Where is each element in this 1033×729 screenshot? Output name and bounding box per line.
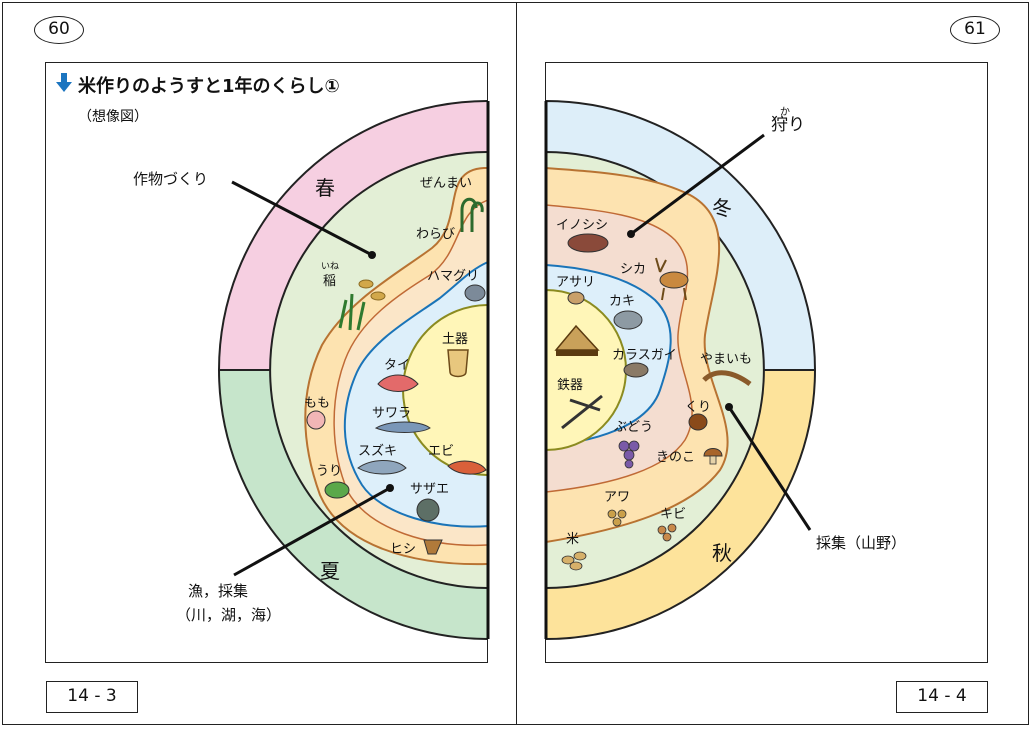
label-ebi: エビ xyxy=(428,444,455,459)
label-kome: 米 xyxy=(566,532,580,547)
label-ine: 稲 xyxy=(323,274,337,289)
yam-icon xyxy=(702,370,752,387)
label-kuri: くり xyxy=(685,400,712,415)
label-sazae: サザエ xyxy=(410,482,450,497)
label-asari: アサリ xyxy=(556,275,596,290)
callout-hunting-ruby: か xyxy=(780,107,790,118)
millet-icon xyxy=(607,509,627,527)
callout-gathering: 採集（山野） xyxy=(816,534,907,552)
iron-tools-icon xyxy=(561,394,603,430)
season-autumn: 秋 xyxy=(712,541,732,565)
pottery-icon xyxy=(447,349,469,378)
callout-crops: 作物づくり xyxy=(133,170,209,188)
clam-icon xyxy=(464,284,486,302)
label-warabi: わらび xyxy=(416,227,456,242)
book-spine xyxy=(516,2,517,725)
callout-line-fishing xyxy=(233,486,391,577)
label-tekki: 鉄器 xyxy=(557,378,584,393)
turban-shell-icon xyxy=(416,498,440,522)
page-number-left: 60 xyxy=(34,16,84,44)
rice-plant-icon xyxy=(338,279,386,331)
callout-fishing-line1: 漁，採集 xyxy=(188,582,249,600)
callout-line-hunting xyxy=(630,133,765,236)
label-karasugai: カラスガイ xyxy=(612,348,677,363)
label-shika: シカ xyxy=(620,262,647,277)
label-kaki: カキ xyxy=(609,294,636,309)
label-inoshishi: イノシシ xyxy=(556,218,609,233)
spanish-mackerel-icon xyxy=(374,421,431,433)
proso-millet-icon xyxy=(657,523,677,542)
label-zenmai: ぜんまい xyxy=(420,176,473,191)
figure-title: 米作りのようすと1年のくらし① xyxy=(78,76,340,97)
sea-bass-icon xyxy=(357,460,407,475)
season-summer: 夏 xyxy=(320,559,340,583)
grape-icon xyxy=(618,440,640,469)
rice-grain-icon xyxy=(561,551,587,571)
label-momo: もも xyxy=(304,396,331,411)
season-winter: 冬 xyxy=(712,196,732,220)
label-kibi: キビ xyxy=(660,507,687,522)
callout-line-gathering xyxy=(727,406,812,531)
right-half-diagram xyxy=(546,99,817,641)
shrimp-icon xyxy=(447,460,487,475)
callout-hunting: 狩り xyxy=(771,115,805,135)
fern-icon xyxy=(460,197,484,232)
water-caltrop-icon xyxy=(423,539,443,555)
short-neck-clam-icon xyxy=(567,291,585,305)
label-uri: うり xyxy=(316,464,343,479)
mushroom-icon xyxy=(703,448,723,465)
boar-icon xyxy=(567,233,609,253)
page-code-left: 14 - 3 xyxy=(46,681,138,713)
deer-icon xyxy=(655,257,689,301)
label-ine-ruby: いね xyxy=(321,262,340,272)
callout-line-crops xyxy=(231,180,373,257)
melon-icon xyxy=(324,481,350,499)
label-sawara: サワラ xyxy=(372,406,412,421)
chestnut-icon xyxy=(688,413,708,431)
label-budou: ぶどう xyxy=(614,420,654,435)
label-kinoko: きのこ xyxy=(656,450,696,465)
oyster-icon xyxy=(613,310,643,330)
pit-dwelling-icon xyxy=(554,324,600,356)
label-suzuki: スズキ xyxy=(358,444,398,459)
label-tai: タイ xyxy=(384,358,411,373)
page-number-right: 61 xyxy=(950,16,1000,44)
label-hamaguri: ハマグリ xyxy=(427,269,480,284)
left-half-diagram xyxy=(217,100,487,640)
label-awa: アワ xyxy=(604,490,631,505)
title-arrow-icon xyxy=(56,73,72,92)
label-doki: 土器 xyxy=(442,332,469,347)
callout-fishing-line2: （川，湖，海） xyxy=(176,606,282,624)
figure-subtitle: （想像図） xyxy=(78,109,148,125)
label-hishi: ヒシ xyxy=(390,542,417,557)
label-yamaimo: やまいも xyxy=(700,352,753,367)
sea-bream-icon xyxy=(377,374,419,392)
season-spring: 春 xyxy=(315,176,335,200)
page-code-right: 14 - 4 xyxy=(896,681,988,713)
peach-icon xyxy=(306,410,326,430)
freshwater-mussel-icon xyxy=(623,362,649,378)
